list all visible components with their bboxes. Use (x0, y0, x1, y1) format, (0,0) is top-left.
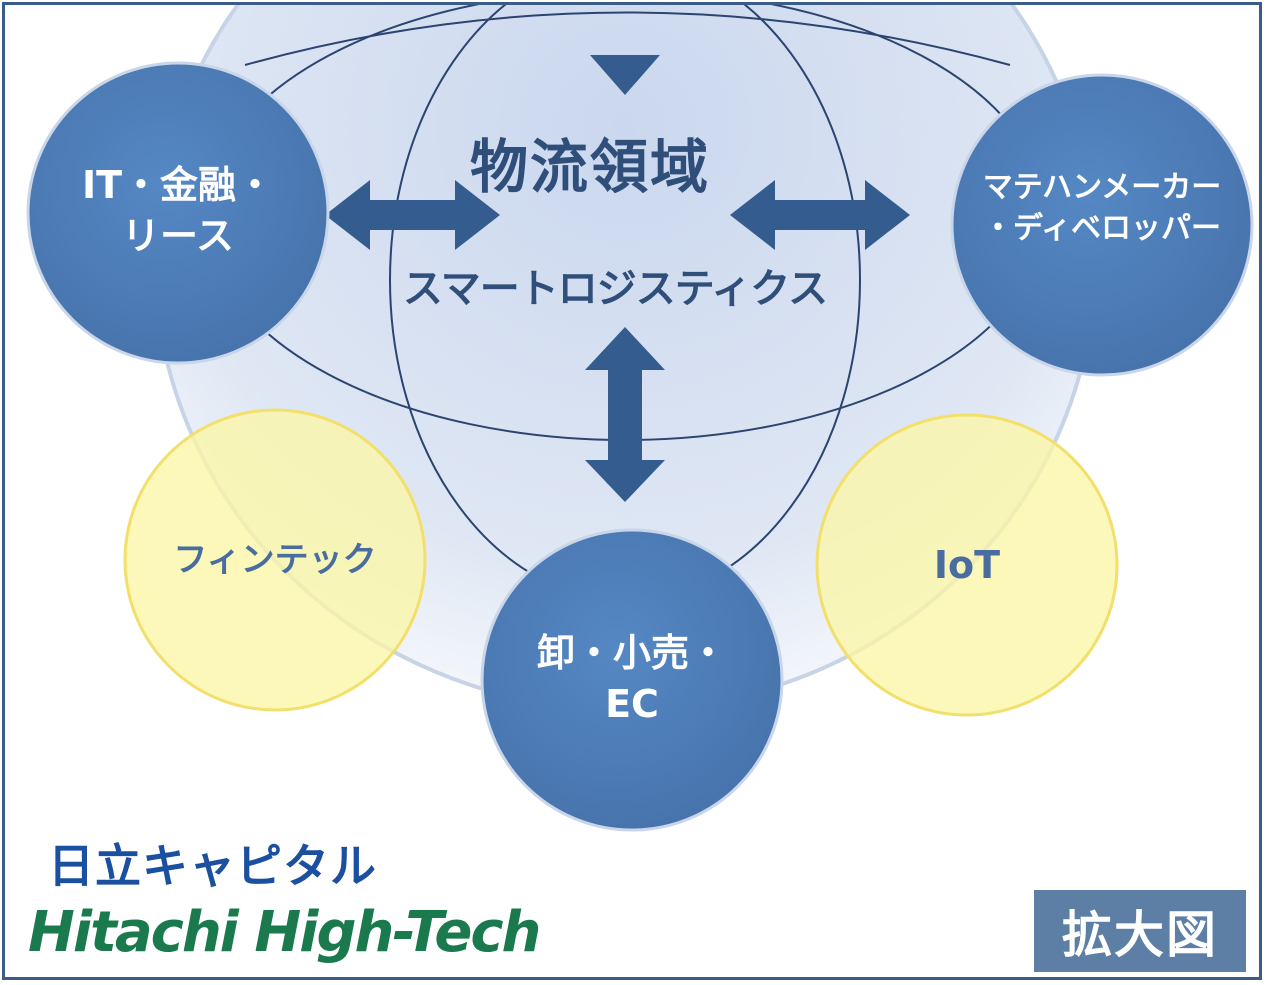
top-arrow (590, 55, 660, 95)
node-it-finance-circle (26, 61, 330, 365)
node-retail-circle (480, 528, 784, 832)
center-title: 物流領域 (469, 133, 710, 201)
tech-fintech-label: フィンテック (173, 540, 377, 580)
center-subtitle: スマートロジスティクス (402, 266, 828, 312)
tech-iot-circle (815, 413, 1119, 717)
node-material-handling-circle (950, 73, 1254, 377)
hitachi-capital-logo: 日立キャピタル (48, 839, 377, 893)
globe-upper-arc (244, 11, 1011, 66)
node-it-finance-label: IT・金融・ リース (81, 163, 275, 259)
right-double-arrow (730, 180, 910, 250)
node-material-handling-label: マテハンメーカー ・ディベロッパー (982, 170, 1222, 246)
node-retail-label: 卸・小売・ EC (536, 631, 727, 727)
left-double-arrow (325, 180, 500, 250)
vertical-double-arrow (585, 327, 665, 502)
zoom-badge[interactable]: 拡大図 (1034, 890, 1246, 972)
hitachi-hightech-logo: Hitachi High-Tech (28, 900, 541, 965)
tech-fintech-circle (123, 408, 427, 712)
tech-iot-label: IoT (933, 543, 1001, 587)
